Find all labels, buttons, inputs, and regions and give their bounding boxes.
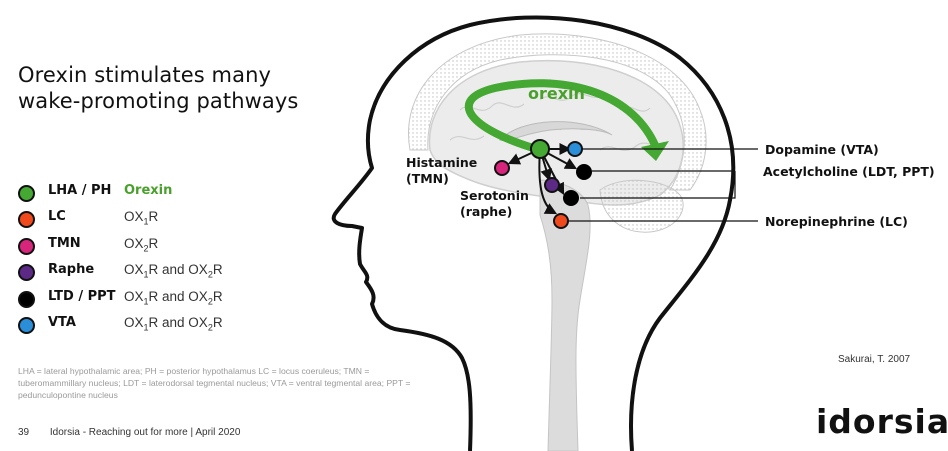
legend-abbr: TMN <box>48 235 81 251</box>
magenta-dot-icon <box>18 237 35 255</box>
purple-dot-icon <box>18 264 35 282</box>
legend-row-raphe: Raphe OX1R and OX2R <box>18 261 338 287</box>
lc-node <box>553 213 569 229</box>
legend: LHA / PH Orexin LC OX1R TMN OX2R Raphe O… <box>18 182 338 340</box>
slide-title: Orexin stimulates many wake-promoting pa… <box>18 63 299 113</box>
skull-layer <box>408 33 707 191</box>
black-dot-icon <box>18 290 35 308</box>
slide-footer: 39 Idorsia - Reaching out for more | Apr… <box>18 427 240 438</box>
histamine-label-line2: (TMN) <box>406 171 449 186</box>
legend-abbr: LTD / PPT <box>48 288 116 304</box>
lha-node <box>530 139 550 159</box>
orexin-arc-label: orexin <box>528 84 585 103</box>
serotonin-label: Serotonin (raphe) <box>460 188 529 220</box>
legend-receptor: OX1R and OX2R <box>124 314 223 333</box>
legend-row-vta: VTA OX1R and OX2R <box>18 314 338 340</box>
ppt-node <box>563 190 579 206</box>
legend-receptor: OX1R <box>124 209 159 228</box>
legend-receptor: OX1R and OX2R <box>124 288 223 307</box>
legend-row-tmn: TMN OX2R <box>18 235 338 261</box>
legend-receptor: OX1R and OX2R <box>124 262 223 280</box>
legend-abbr: VTA <box>48 314 76 330</box>
legend-row-lha: LHA / PH Orexin <box>18 182 338 208</box>
blue-dot-icon <box>18 316 35 334</box>
brainstem <box>539 179 591 451</box>
raphe-node <box>544 177 560 193</box>
abbreviation-footnote: LHA = lateral hypothalamic area; PH = po… <box>18 366 411 400</box>
page-number: 39 <box>18 427 30 438</box>
orange-dot-icon <box>18 211 35 229</box>
legend-row-ltd-ppt: LTD / PPT OX1R and OX2R <box>18 288 338 314</box>
legend-abbr: LC <box>48 209 66 225</box>
histamine-label-line1: Histamine <box>406 155 478 170</box>
legend-receptor: Orexin <box>124 183 173 198</box>
norepinephrine-label: Norepinephrine (LC) <box>765 214 908 229</box>
cerebellum <box>599 179 684 233</box>
legend-abbr: LHA / PH <box>48 183 112 198</box>
orexin-arc <box>464 79 659 154</box>
green-dot-icon <box>18 185 35 202</box>
label-pointer-lines <box>568 148 758 222</box>
legend-row-lc: LC OX1R <box>18 208 338 234</box>
serotonin-label-line2: (raphe) <box>460 204 513 219</box>
brain-shape <box>428 59 684 206</box>
vta-node <box>567 141 583 157</box>
orexin-arrowhead <box>641 141 669 161</box>
serotonin-label-line1: Serotonin <box>460 188 529 203</box>
legend-receptor: OX2R <box>124 235 159 254</box>
idorsia-logo: idorsia <box>816 402 948 441</box>
acetylcholine-label: Acetylcholine (LDT, PPT) <box>763 164 935 179</box>
ldt-node <box>576 164 592 180</box>
citation: Sakurai, T. 2007 <box>838 354 911 365</box>
footer-text: Idorsia - Reaching out for more | April … <box>49 427 241 438</box>
legend-abbr: Raphe <box>48 262 95 278</box>
head-outline <box>331 15 736 451</box>
dopamine-label: Dopamine (VTA) <box>765 142 879 157</box>
tmn-node <box>494 160 510 176</box>
histamine-label: Histamine (TMN) <box>406 155 477 187</box>
